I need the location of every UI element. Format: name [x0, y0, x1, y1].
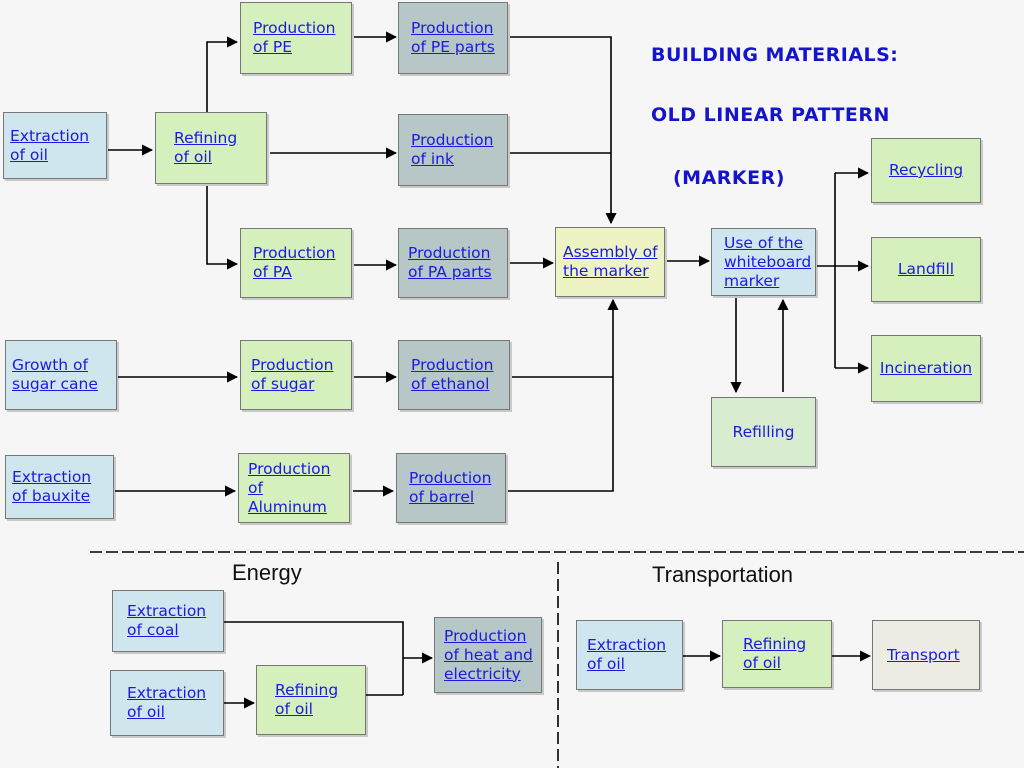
box-production-of-barrel[interactable]: Production of barrel — [396, 453, 506, 523]
box-production-of-pe[interactable]: Production of PE — [240, 2, 352, 74]
section-title-transportation: Transportation — [652, 562, 794, 587]
link-assembly-of-the-marker[interactable]: Assembly of the marker — [563, 243, 658, 280]
link-transport-refining-of-oil[interactable]: Refining of oil — [743, 635, 807, 672]
link-production-of-sugar[interactable]: Production of sugar — [251, 356, 334, 393]
label-refilling: Refilling — [732, 422, 795, 441]
link-production-of-ethanol[interactable]: Production of ethanol — [411, 356, 494, 393]
box-production-of-ethanol[interactable]: Production of ethanol — [398, 340, 510, 410]
box-production-of-ink[interactable]: Production of ink — [398, 114, 508, 186]
arrow-refining-to-pa — [206, 186, 239, 270]
link-energy-extraction-of-oil[interactable]: Extraction of oil — [127, 684, 207, 721]
box-energy-production-of-heat[interactable]: Production of heat and electricity — [434, 617, 542, 693]
title-line-1: BUILDING MATERIALS: — [651, 44, 899, 66]
link-energy-production-of-heat[interactable]: Production of heat and electricity — [444, 626, 533, 683]
link-production-of-ink[interactable]: Production of ink — [411, 131, 494, 168]
link-extraction-of-oil[interactable]: Extraction of oil — [10, 126, 90, 164]
arrow-barrel-to-assembly — [508, 298, 619, 492]
box-refilling: Refilling — [711, 397, 816, 467]
title-line-2: OLD LINEAR PATTERN — [651, 104, 890, 126]
link-production-of-pe[interactable]: Production of PE — [253, 19, 336, 56]
link-energy-extraction-of-coal[interactable]: Extraction of coal — [127, 602, 207, 639]
section-title-energy: Energy — [232, 560, 302, 585]
link-production-of-barrel[interactable]: Production of barrel — [409, 469, 492, 506]
link-production-of-pa[interactable]: Production of PA — [253, 244, 336, 281]
box-production-of-sugar[interactable]: Production of sugar — [240, 340, 352, 410]
link-use-of-the-whiteboard-marker[interactable]: Use of the whiteboard marker — [724, 233, 812, 290]
link-production-of-aluminum[interactable]: Production of Aluminum — [248, 459, 331, 516]
box-production-of-pa[interactable]: Production of PA — [240, 228, 352, 298]
link-production-of-pe-parts[interactable]: Production of PE parts — [411, 19, 495, 56]
link-production-of-pa-parts[interactable]: Production of PA parts — [408, 244, 492, 281]
box-use-of-the-whiteboard-marker[interactable]: Use of the whiteboard marker — [711, 228, 816, 296]
box-recycling[interactable]: Recycling — [871, 138, 981, 203]
link-extraction-of-bauxite[interactable]: Extraction of bauxite — [12, 468, 92, 505]
arrow-peparts-to-assembly — [510, 36, 617, 225]
link-growth-of-sugar-cane[interactable]: Growth of sugar cane — [12, 356, 98, 393]
box-extraction-of-oil[interactable]: Extraction of oil — [3, 112, 107, 179]
line-coal-to-heat — [224, 621, 404, 695]
title-line-3: (MARKER) — [673, 167, 785, 189]
box-transport-refining-of-oil[interactable]: Refining of oil — [722, 620, 832, 688]
link-energy-refining-of-oil[interactable]: Refining of oil — [275, 681, 339, 718]
box-assembly-of-the-marker[interactable]: Assembly of the marker — [555, 227, 665, 297]
link-transport-extraction-of-oil[interactable]: Extraction of oil — [587, 636, 667, 673]
box-growth-of-sugar-cane[interactable]: Growth of sugar cane — [5, 340, 117, 410]
box-production-of-aluminum[interactable]: Production of Aluminum — [238, 453, 350, 523]
box-refining-of-oil[interactable]: Refining of oil — [155, 112, 267, 184]
link-incineration[interactable]: Incineration — [879, 359, 973, 377]
box-landfill[interactable]: Landfill — [871, 237, 981, 302]
box-production-of-pe-parts[interactable]: Production of PE parts — [398, 2, 508, 74]
box-transport[interactable]: Transport — [872, 620, 980, 690]
link-recycling[interactable]: Recycling — [888, 161, 964, 179]
box-energy-extraction-of-oil[interactable]: Extraction of oil — [110, 670, 224, 736]
box-energy-refining-of-oil[interactable]: Refining of oil — [256, 665, 366, 735]
box-transport-extraction-of-oil[interactable]: Extraction of oil — [576, 620, 683, 690]
box-extraction-of-bauxite[interactable]: Extraction of bauxite — [5, 455, 114, 519]
box-energy-extraction-of-coal[interactable]: Extraction of coal — [112, 590, 224, 652]
box-incineration[interactable]: Incineration — [871, 335, 981, 402]
link-refining-of-oil[interactable]: Refining of oil — [174, 129, 238, 166]
arrow-refining-to-pe — [206, 36, 239, 112]
link-transport[interactable]: Transport — [887, 645, 960, 664]
box-production-of-pa-parts[interactable]: Production of PA parts — [398, 228, 508, 298]
link-landfill[interactable]: Landfill — [897, 260, 955, 278]
